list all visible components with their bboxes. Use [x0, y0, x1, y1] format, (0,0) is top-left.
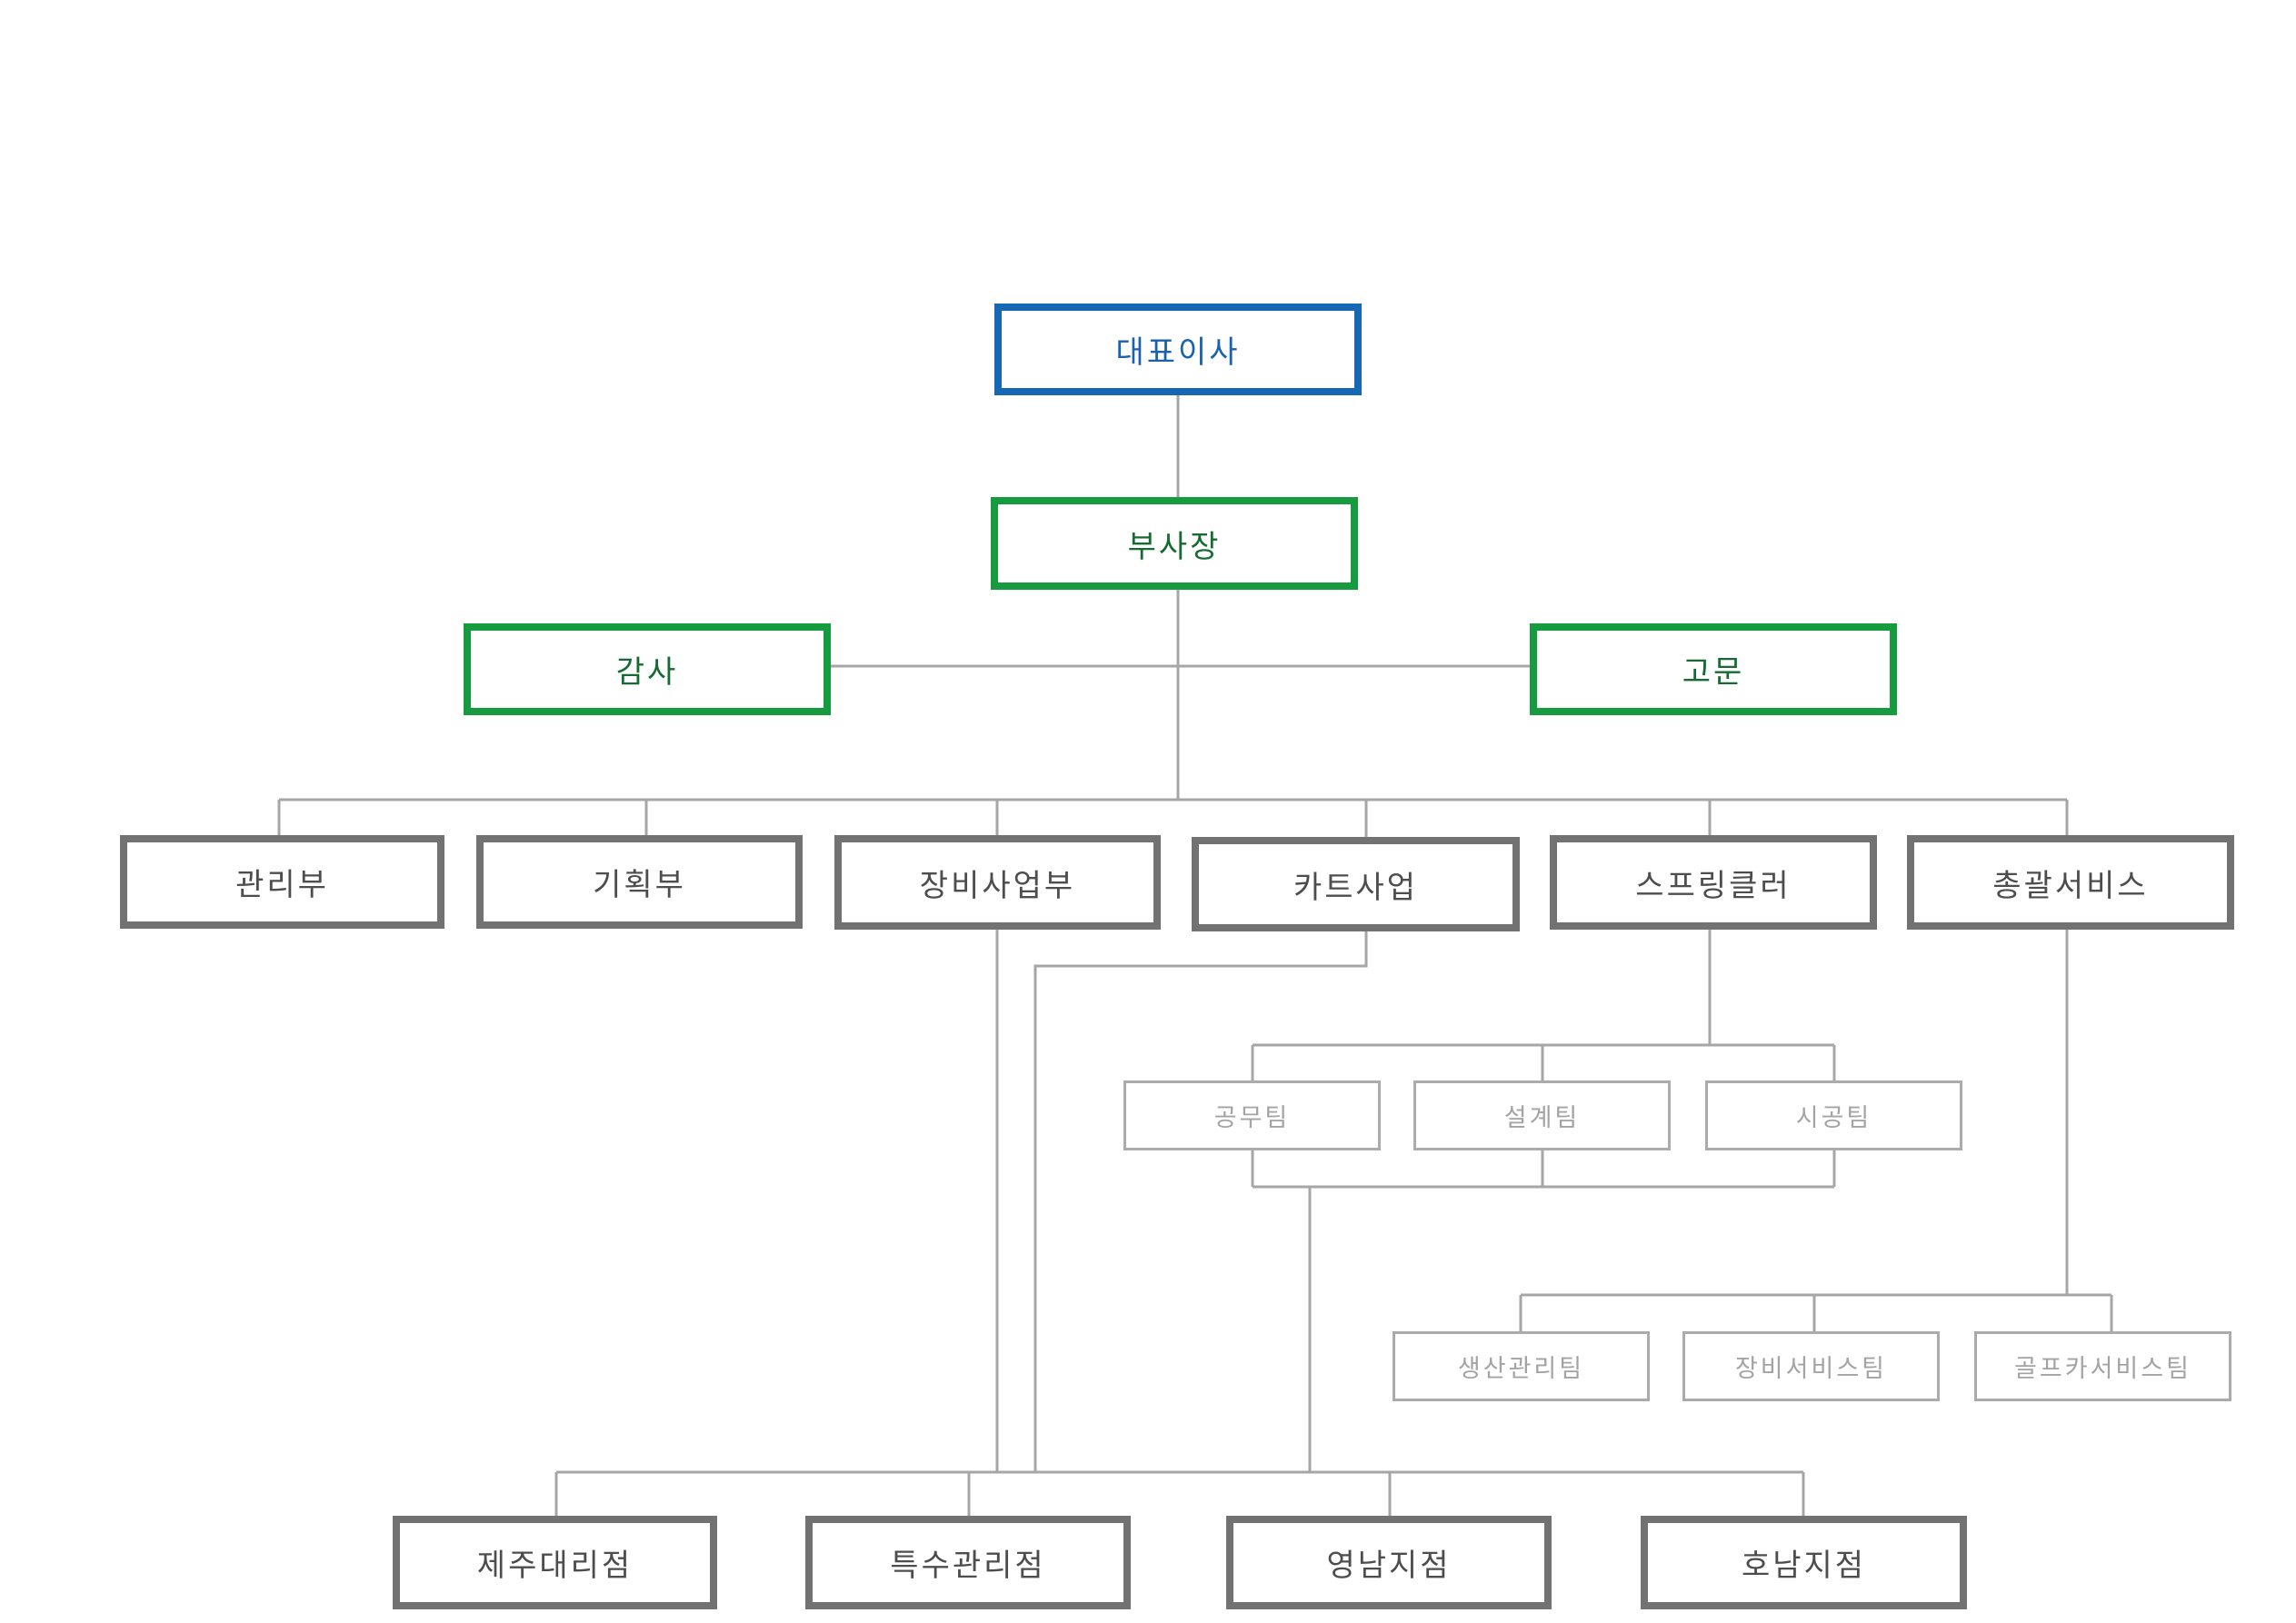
node-dept-admin: 관리부	[120, 835, 444, 929]
node-advisor: 고문	[1530, 623, 1897, 715]
node-dept-general-service: 총괄서비스	[1907, 835, 2234, 930]
node-branch-honam: 호남지점	[1641, 1516, 1967, 1609]
node-dept-planning: 기획부	[476, 835, 803, 929]
node-branch-yeongnam: 영남지점	[1226, 1516, 1552, 1609]
node-branch-jeju: 제주대리점	[393, 1516, 717, 1609]
node-dept-cart: 카트사업	[1192, 837, 1520, 931]
node-team-production: 생산관리팀	[1393, 1331, 1650, 1401]
node-team-equipment-service: 장비서비스팀	[1682, 1331, 1940, 1401]
node-ceo: 대표이사	[994, 304, 1362, 395]
node-dept-equipment: 장비사업부	[834, 835, 1161, 930]
node-team-installation: 시공팀	[1705, 1080, 1962, 1150]
node-team-design: 설계팀	[1413, 1080, 1671, 1150]
node-dept-sprinkler: 스프링클러	[1550, 835, 1877, 930]
node-team-golfcart-service: 골프카서비스팀	[1974, 1331, 2231, 1401]
connector-cart-branch	[1033, 930, 1368, 1472]
node-branch-special: 특수관리점	[805, 1516, 1131, 1609]
node-vice-president: 부사장	[991, 497, 1358, 590]
node-auditor: 감사	[464, 623, 831, 715]
node-team-construction-admin: 공무팀	[1123, 1080, 1381, 1150]
